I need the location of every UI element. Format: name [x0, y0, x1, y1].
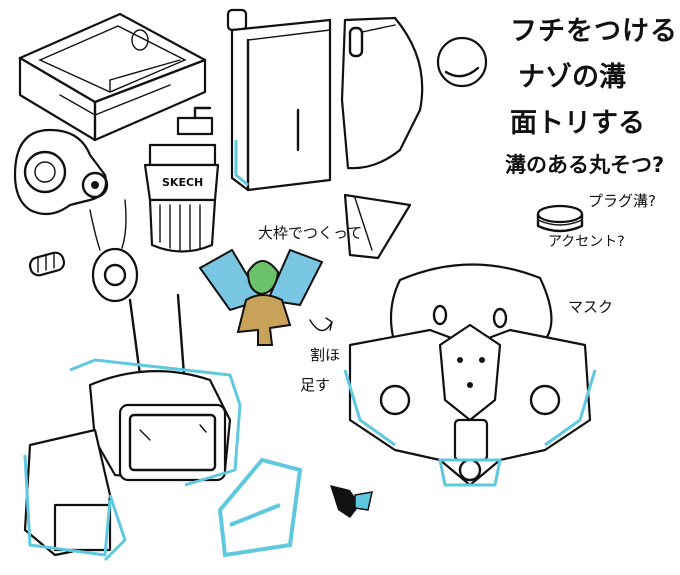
radio-device-sketch [23, 293, 242, 562]
note-accent: アクセント? [548, 234, 625, 250]
knob-sketch [436, 36, 488, 88]
note-line1: フチをつける [510, 16, 678, 47]
small-bracket-sketch [330, 485, 373, 518]
note-line4: 溝のある丸そつ? [505, 153, 664, 177]
note-plug: プラグ溝? [588, 192, 656, 210]
note-line2: ナゾの溝 [518, 62, 626, 93]
funnel-sketch [343, 193, 412, 260]
shape-diagram [198, 248, 333, 346]
tape-shapes [217, 457, 303, 558]
round-bracket-sketch [13, 128, 109, 216]
note-kazari2: 足す [300, 376, 330, 394]
note-line3: 面トリする [510, 108, 645, 139]
grinder-label: SKECH [162, 176, 203, 189]
wheel-sketch [89, 199, 139, 303]
curved-panel-sketch [340, 16, 424, 170]
tall-box-sketch [226, 8, 332, 192]
mask-sketch [343, 263, 597, 487]
plug-groove-sketch [536, 204, 584, 233]
tray-sketch [18, 12, 207, 142]
note-waku: 大枠でつくって [258, 224, 362, 242]
grinder-sketch: SKECH [143, 106, 220, 253]
note-mask: マスク [568, 298, 613, 316]
screw-sketch [28, 251, 66, 277]
note-kazari1: 割ほ [310, 346, 340, 364]
